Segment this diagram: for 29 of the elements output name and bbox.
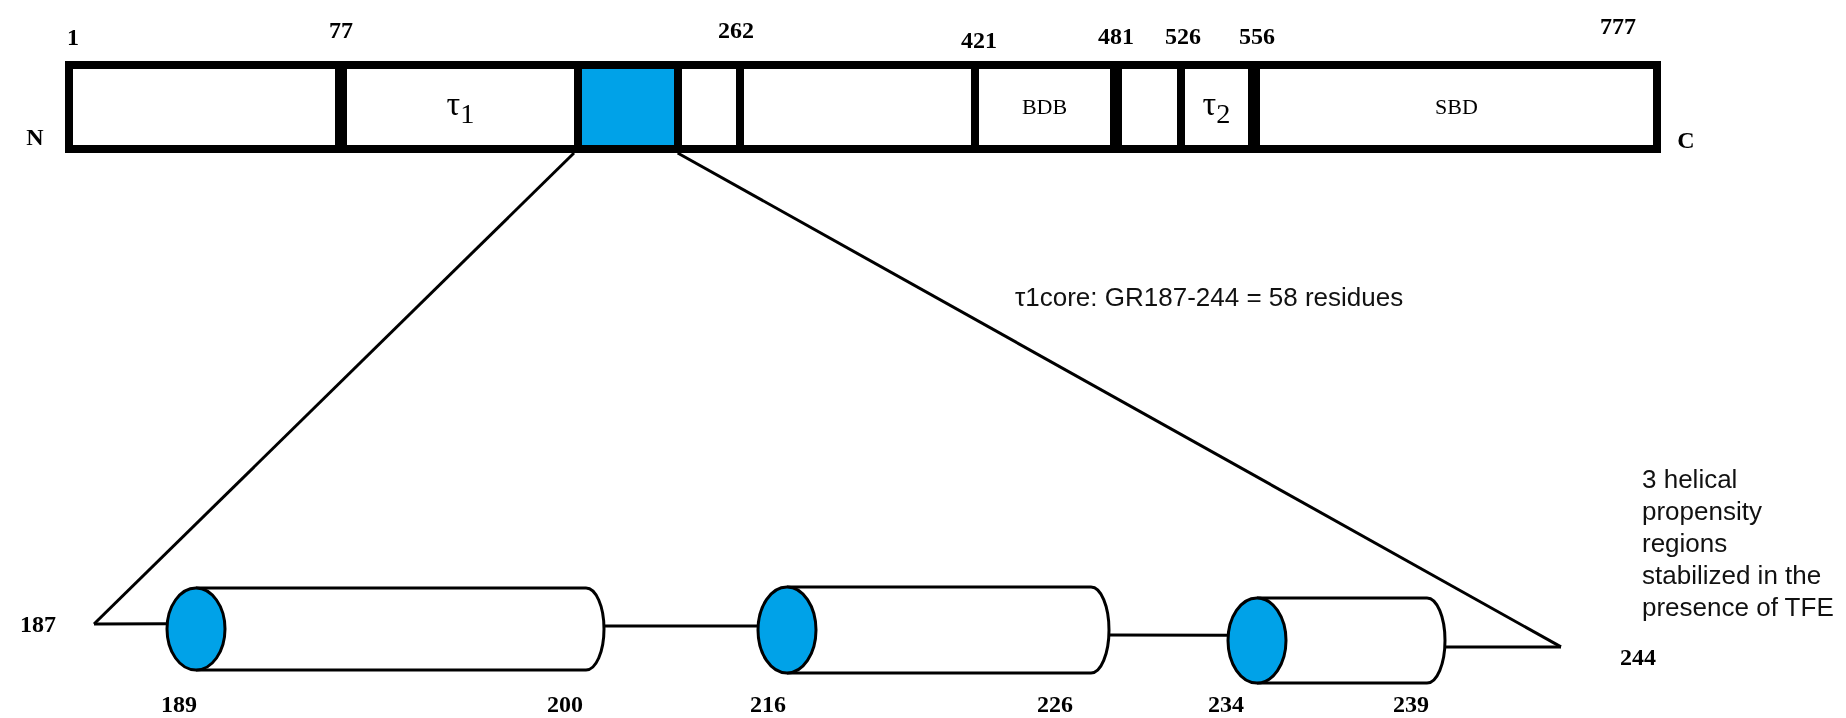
helix-cylinder xyxy=(1226,596,1447,685)
residue-number: 481 xyxy=(1098,22,1134,50)
linker-line xyxy=(603,624,758,628)
zoom-line xyxy=(676,151,1562,649)
residue-number: 77 xyxy=(329,16,353,44)
residue-number: 234 xyxy=(1208,690,1244,718)
residue-number: 189 xyxy=(161,690,197,718)
helix-cylinder xyxy=(165,586,606,672)
terminus-label: C xyxy=(1677,126,1695,154)
linker-line xyxy=(94,622,168,626)
residue-number: 226 xyxy=(1037,690,1073,718)
residue-number: 556 xyxy=(1239,22,1275,50)
zoom-line xyxy=(92,151,576,626)
residue-number: 239 xyxy=(1393,690,1429,718)
residue-number: 216 xyxy=(750,690,786,718)
helix-cylinder xyxy=(756,585,1111,675)
residue-number: 1 xyxy=(67,23,79,51)
residue-number: 244 xyxy=(1561,643,1656,671)
residue-number: 187 xyxy=(20,610,94,638)
residue-number: 200 xyxy=(547,690,583,718)
linker-line xyxy=(1109,633,1228,637)
annotation-text: τ1core: GR187-244 = 58 residues xyxy=(1015,282,1404,313)
residue-number: 526 xyxy=(1165,22,1201,50)
terminus-label: N xyxy=(26,123,44,151)
residue-number: 421 xyxy=(961,26,997,54)
annotation-text: 3 helical propensity regions stabilized in the presence of TFE xyxy=(1642,463,1835,623)
residue-number: 777 xyxy=(1600,12,1636,40)
residue-number: 262 xyxy=(718,16,754,44)
linker-line xyxy=(1445,645,1561,649)
